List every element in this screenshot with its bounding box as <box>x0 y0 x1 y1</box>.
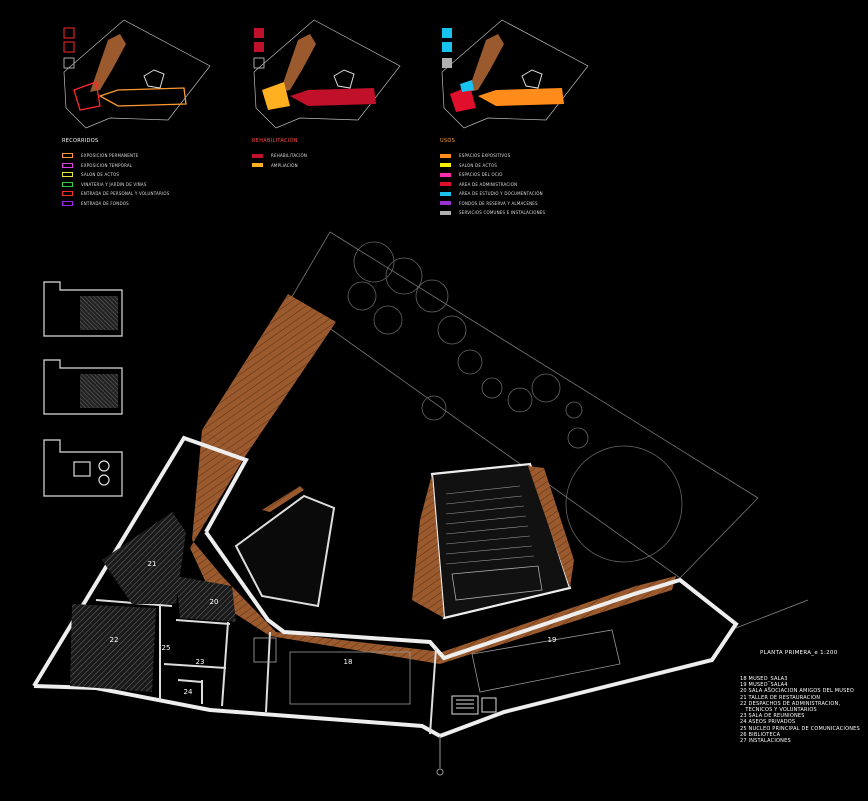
room-legend-entry: 21 TALLER DE RESTAURACION <box>740 694 821 701</box>
legend-usos-item: AREA DE ESTUDIO Y DOCUMENTACIÓN <box>440 189 545 199</box>
room-legend-entry: 19 MUSEO_SALA4 <box>740 682 788 689</box>
legend-swatch <box>440 153 451 158</box>
legend-recorridos-item: SALON DE ACTOS <box>62 170 169 180</box>
legend-swatch <box>440 163 451 168</box>
legend-rehabilitacion-item: AMPLIACIÓN <box>252 161 307 171</box>
room-legend-entry: 22 DESPACHOS DE ADMINISTRACION, <box>740 700 841 707</box>
room-legend-entry: 18 MUSEO_SALA3 <box>740 676 788 682</box>
legend-recorridos-item: VINATERIA Y JARDIN DE VIÑAS <box>62 180 169 190</box>
room-label-18: 18 <box>344 658 353 666</box>
courtyard-pavilion <box>234 486 336 608</box>
room-18-area <box>253 637 411 705</box>
legend-swatch <box>62 181 73 187</box>
legend-swatch <box>62 191 73 197</box>
legend-label: SERVICIOS COMUNES E INSTALACIONES <box>459 210 546 216</box>
legend-swatch <box>440 182 451 187</box>
room-label-20: 20 <box>210 598 219 606</box>
room-19-area <box>471 629 621 693</box>
legend-rehabilitacion-title: REHABILITACIÓN <box>252 138 298 144</box>
legend-label: ESPACIOS DEL OCIO <box>459 172 503 178</box>
room-21-area <box>102 512 186 604</box>
street-line <box>735 599 809 629</box>
room-legend-entry: 20 SALA ASOCIACION AMIGOS DEL MUSEO <box>740 688 855 695</box>
legend-swatch <box>62 200 73 206</box>
legend-swatch <box>62 153 73 159</box>
room-label-21: 21 <box>148 560 157 568</box>
room-label-25: 25 <box>162 644 171 652</box>
legend-recorridos-item: ENTRADA DE FONDOS <box>62 199 169 209</box>
legend-recorridos-item: ENTRADA DE PERSONAL Y VOLUNTARIOS <box>62 189 169 199</box>
legend-swatch <box>62 172 73 178</box>
legend-usos-item: SALON DE ACTOS <box>440 161 545 171</box>
wooden-ramp <box>190 294 676 664</box>
room-legend-entry: 26 BIBLIOTECA <box>740 731 781 738</box>
legend-usos-item: FONDOS DE RESERVA Y ALMACENES <box>440 199 545 209</box>
legend-label: ENTRADA DE PERSONAL Y VOLUNTARIOS <box>81 191 170 197</box>
legend-label: ESPACIOS EXPOSITIVOS <box>459 153 511 159</box>
legend-recorridos: RECORRIDOS EXPOSICION PERMANENTE EXPOSICI… <box>62 138 169 208</box>
legend-swatch <box>440 210 451 215</box>
legend-label: SALON DE ACTOS <box>81 172 120 178</box>
room-legend-entry: 27 INSTALACIONES <box>740 738 791 745</box>
thumbnail-rehabilitacion <box>253 19 401 129</box>
legend-usos-item: ESPACIOS DEL OCIO <box>440 170 545 180</box>
legend-label: SALON DE ACTOS <box>459 162 498 168</box>
legend-label: AMPLIACIÓN <box>271 162 298 168</box>
plan-title: PLANTA PRIMERA_e 1:200 <box>760 650 838 656</box>
legend-label: AREA DE ADMINISTRACION <box>459 181 518 187</box>
legend-swatch <box>440 191 451 196</box>
legend-usos-title: USOS <box>440 138 456 144</box>
garden-blobs <box>347 241 683 563</box>
room-label-23: 23 <box>196 658 205 666</box>
room-legend-entry: TECNICOS Y VOLUNTARIOS <box>740 707 817 714</box>
level-plan-thumbnails <box>43 281 123 497</box>
legend-usos-item: SERVICIOS COMUNES E INSTALACIONES <box>440 208 545 218</box>
legend-swatch <box>252 163 263 168</box>
legend-usos: USOS ESPACIOS EXPOSITIVOS SALON DE ACTOS E… <box>440 138 545 218</box>
room-label-22: 22 <box>110 636 119 644</box>
room-legend-entry: 25 NUCLEO PRINCIPAL DE COMUNICACIONES <box>740 725 860 732</box>
room-legend-entry: 24 ASEOS PRIVADOS <box>740 719 796 726</box>
legend-label: VINATERIA Y JARDIN DE VIÑAS <box>81 181 147 187</box>
legend-rehabilitacion: REHABILITACIÓN REHABILITACIÓN AMPLIACIÓN <box>252 138 307 170</box>
thumbnail-usos <box>441 19 589 129</box>
legend-label: REHABILITACIÓN <box>271 153 308 159</box>
legend-swatch <box>62 162 73 168</box>
legend-swatch <box>440 172 451 177</box>
legend-usos-item: ESPACIOS EXPOSITIVOS <box>440 151 545 161</box>
legend-usos-item: AREA DE ADMINISTRACION <box>440 180 545 190</box>
thumbnail-recorridos <box>63 19 211 129</box>
legend-label: ENTRADA DE FONDOS <box>81 200 129 206</box>
room-legend-entry: 23 SALA DE REUNIONES <box>740 713 805 720</box>
room-20-area <box>176 576 236 622</box>
legend-recorridos-item: EXPOSICION TEMPORAL <box>62 161 169 171</box>
legend-recorridos-item: EXPOSICION PERMANENTE <box>62 151 169 161</box>
legend-swatch <box>252 153 263 158</box>
legend-swatch <box>440 201 451 206</box>
stair-core <box>451 695 497 715</box>
legend-label: FONDOS DE RESERVA Y ALMACENES <box>459 200 538 206</box>
room-label-19: 19 <box>548 636 557 644</box>
auditorium-block <box>412 462 574 620</box>
legend-label: EXPOSICION PERMANENTE <box>81 153 139 159</box>
legend-label: EXPOSICION TEMPORAL <box>81 162 133 168</box>
room-label-24: 24 <box>184 688 193 696</box>
legend-rehabilitacion-item: REHABILITACIÓN <box>252 151 307 161</box>
legend-label: AREA DE ESTUDIO Y DOCUMENTACIÓN <box>459 191 543 197</box>
room-22-area <box>70 604 156 692</box>
legend-recorridos-title: RECORRIDOS <box>62 138 99 144</box>
